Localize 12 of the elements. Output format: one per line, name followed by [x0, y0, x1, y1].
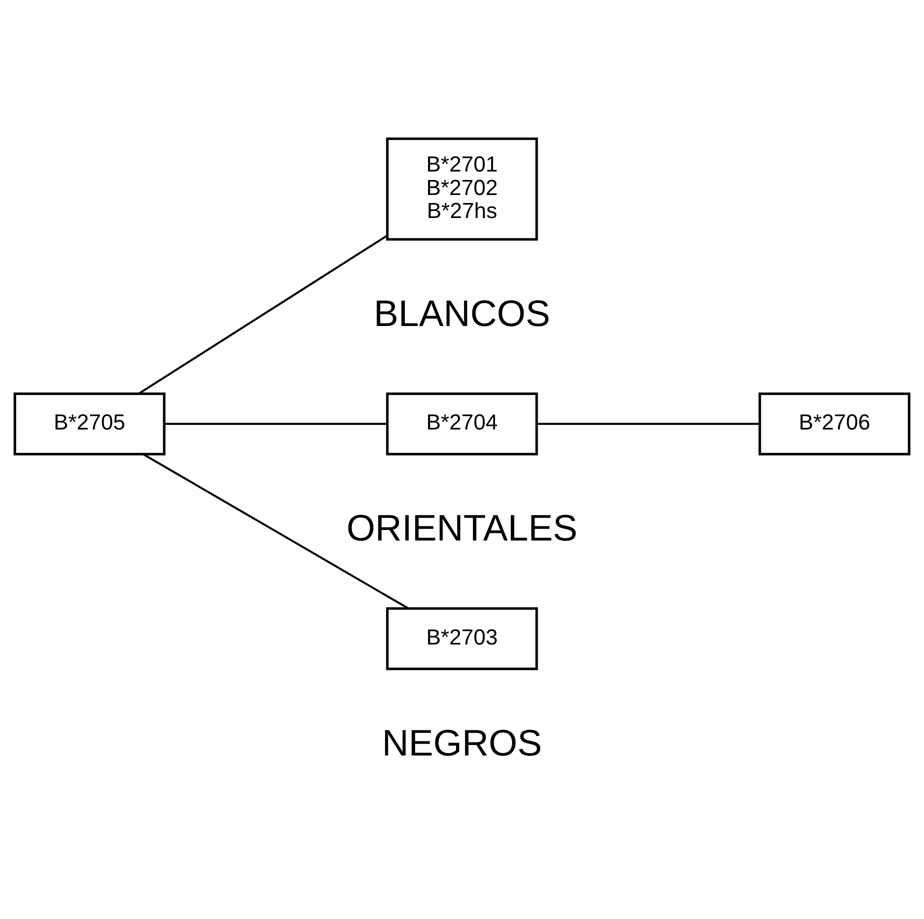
label: BLANCOS	[374, 292, 550, 334]
node-box: B*2701 B*2702 B*27hs	[386, 136, 538, 240]
connector	[164, 422, 388, 424]
label: ORIENTALES	[346, 507, 578, 548]
node-box: B*2703	[386, 606, 538, 670]
node-box: B*2705	[14, 392, 166, 455]
node-box: B*2704	[386, 392, 538, 455]
connector	[537, 422, 760, 424]
connector	[138, 234, 388, 394]
connector	[142, 452, 408, 609]
node-box: B*2706	[758, 392, 910, 455]
label: NEGROS	[382, 722, 542, 763]
